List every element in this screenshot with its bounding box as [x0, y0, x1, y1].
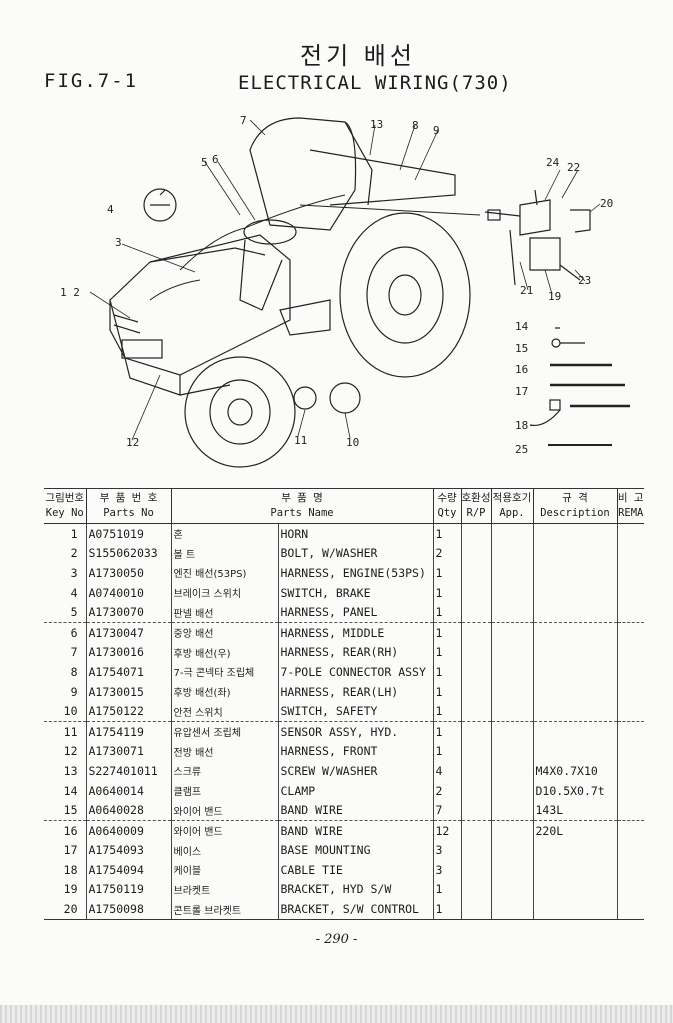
callout-label: 15 — [515, 342, 528, 355]
callout-label: 3 — [115, 236, 122, 249]
callout-label: 12 — [126, 436, 139, 449]
callout-label: 21 — [520, 284, 533, 297]
scan-edge — [0, 1005, 673, 1023]
deck — [309, 149, 456, 206]
callout-label: 6 — [212, 153, 219, 166]
page-number: - 290 - — [315, 932, 358, 947]
front-wheel — [184, 356, 296, 468]
callout-label: 25 — [515, 443, 528, 456]
rear-fender — [249, 117, 357, 231]
figure-label: FIG.7-1 — [44, 70, 139, 92]
callout-label: 22 — [567, 161, 580, 174]
sensor-inset — [293, 386, 317, 410]
callout-label: 20 — [600, 197, 613, 210]
callout-label: 24 — [546, 156, 560, 169]
harness-line — [179, 194, 346, 271]
hood — [109, 234, 291, 376]
korean-title: 전기 배선 — [300, 42, 416, 70]
callout-label: 19 — [548, 290, 561, 303]
safety-switch-inset — [329, 382, 361, 414]
callout-label: 11 — [294, 434, 307, 447]
callout-label: 16 — [515, 363, 528, 376]
english-title: ELECTRICAL WIRING(730) — [238, 72, 512, 94]
wiring-diagram: 1 2 3 4 5 6 7 8 9 10 11 12 13 14 15 16 1… — [60, 114, 630, 468]
callout-label: 7 — [240, 114, 247, 127]
rear-wheel — [339, 212, 471, 378]
callout-label: 13 — [370, 118, 383, 131]
callout-label: 5 — [201, 156, 208, 169]
callout-label: 4 — [107, 203, 114, 216]
bracket-hyd-switch — [519, 199, 551, 236]
callout-label: 23 — [578, 274, 591, 287]
callout-label: 1 2 — [60, 286, 80, 299]
callout-label: 18 — [515, 419, 528, 432]
callout-label: 17 — [515, 385, 528, 398]
callout-label: 14 — [515, 320, 529, 333]
callout-label: 8 — [412, 119, 419, 132]
callout-label: 10 — [346, 436, 359, 449]
steering-wheel — [243, 219, 297, 245]
callout-label: 9 — [433, 124, 440, 137]
callout-labels: 1 2 3 4 5 6 7 8 9 10 11 12 13 14 15 16 1… — [60, 114, 613, 456]
